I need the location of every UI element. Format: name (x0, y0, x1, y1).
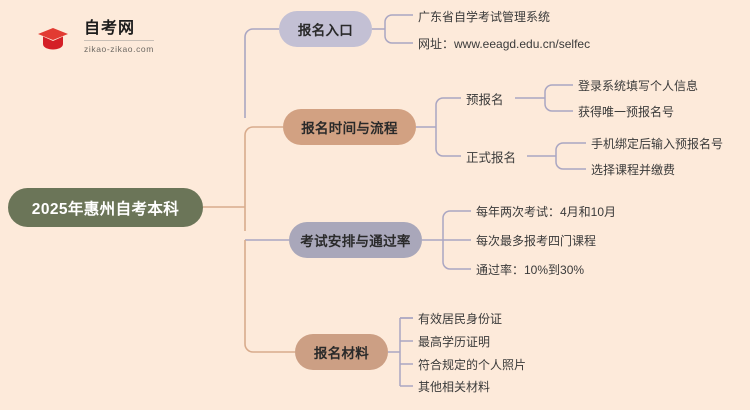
leaf-label: 其他相关材料 (418, 379, 491, 394)
wire-b1-leaf-1 (384, 14, 413, 23)
wire-sub2-leaf-2 (555, 156, 586, 170)
wire-sub1-leaf-1 (544, 84, 573, 98)
branch-node-time-and-process[interactable]: 报名时间与流程 (283, 109, 416, 145)
leaf-item[interactable]: 广东省自学考试管理系统 (418, 7, 550, 25)
sub-node-pre-registration[interactable]: 预报名 (466, 89, 504, 107)
leaf-item[interactable]: 最高学历证明 (418, 332, 490, 350)
logo-name: 自考网 (84, 20, 154, 41)
leaf-item[interactable]: 选择课程并缴费 (591, 160, 675, 178)
leaf-label: 网址：www.eeagd.edu.cn/selfec (418, 36, 591, 51)
leaf-item[interactable]: 有效居民身份证 (418, 309, 502, 327)
leaf-label: 手机绑定后输入预报名号 (591, 136, 724, 151)
wire-trunk-branch-2 (244, 126, 283, 231)
root-node-label: 2025年惠州自考本科 (31, 200, 180, 218)
leaf-label: 通过率：10%到30% (476, 262, 585, 277)
leaf-item[interactable]: 网址：www.eeagd.edu.cn/selfec (418, 34, 590, 52)
leaf-item[interactable]: 符合规定的个人照片 (418, 355, 526, 373)
wire-sub2-leaf-1 (555, 142, 586, 156)
leaf-label: 每年两次考试：4月和10月 (476, 204, 617, 219)
branch-node-materials[interactable]: 报名材料 (295, 334, 388, 370)
leaf-label: 每次最多报考四门课程 (476, 233, 597, 248)
leaf-label: 符合规定的个人照片 (418, 357, 527, 372)
branch-node-registration-entry[interactable]: 报名入口 (279, 11, 372, 47)
wire-b1-leaf-2 (384, 22, 413, 44)
sub-node-label: 正式报名 (466, 150, 517, 165)
graduation-cap-icon (30, 14, 76, 58)
leaf-item[interactable]: 通过率：10%到30% (476, 260, 584, 278)
leaf-label: 最高学历证明 (418, 334, 491, 349)
wire-b3-leaf-3 (442, 240, 471, 270)
leaf-item[interactable]: 手机绑定后输入预报名号 (591, 134, 723, 152)
branch-node-label: 报名时间与流程 (301, 121, 398, 136)
sub-node-label: 预报名 (466, 92, 504, 107)
root-node[interactable]: 2025年惠州自考本科 (8, 188, 203, 227)
leaf-item[interactable]: 每次最多报考四门课程 (476, 231, 596, 249)
wire-b2-sub-1 (435, 97, 461, 127)
logo-text-block: 自考网 zikao-zikao.com (84, 18, 154, 55)
leaf-item[interactable]: 登录系统填写个人信息 (578, 76, 698, 94)
leaf-item[interactable]: 每年两次考试：4月和10月 (476, 202, 616, 220)
site-logo: 自考网 zikao-zikao.com (30, 13, 180, 59)
leaf-label: 登录系统填写个人信息 (578, 78, 699, 93)
sub-node-formal-registration[interactable]: 正式报名 (466, 147, 516, 165)
wire-b2-sub-2 (435, 127, 461, 157)
branch-node-label: 报名入口 (297, 23, 354, 38)
leaf-label: 选择课程并缴费 (591, 162, 676, 177)
wire-trunk-branch-4 (244, 240, 295, 353)
leaf-item[interactable]: 获得唯一预报名号 (578, 102, 674, 120)
leaf-label: 广东省自学考试管理系统 (418, 9, 551, 24)
wire-b3-leaf-1 (442, 210, 471, 240)
branch-node-exam-and-pass-rate[interactable]: 考试安排与通过率 (289, 222, 422, 258)
leaf-label: 有效居民身份证 (418, 311, 503, 326)
leaf-label: 获得唯一预报名号 (578, 104, 675, 119)
logo-domain: zikao-zikao.com (84, 43, 154, 54)
wire-sub1-leaf-2 (544, 98, 573, 112)
leaf-item[interactable]: 其他相关材料 (418, 377, 490, 395)
branch-node-label: 报名材料 (313, 346, 370, 361)
branch-node-label: 考试安排与通过率 (300, 234, 411, 249)
wire-trunk-branch-1 (244, 28, 279, 118)
